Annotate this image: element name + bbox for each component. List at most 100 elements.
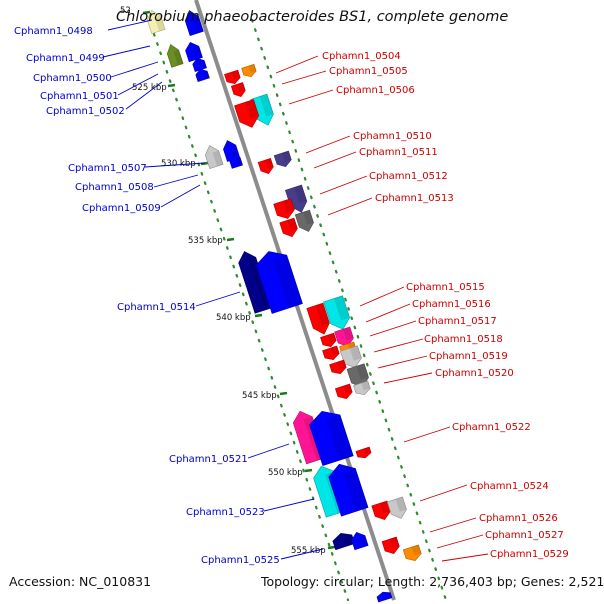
genome-title: Chlorobium phaeobacteroides BS1, complet… <box>116 9 509 25</box>
gene-shadow <box>248 257 273 311</box>
gene-shadow <box>326 414 354 461</box>
label-leader-line <box>107 19 153 31</box>
gene-feature-blue <box>184 10 204 36</box>
kbp-tick-mark <box>327 545 336 550</box>
gene-feature-blue <box>185 42 203 63</box>
gene-body <box>185 42 203 63</box>
gene-shadow <box>202 71 210 80</box>
gene-feature-blue <box>192 57 207 72</box>
gene-body <box>309 410 354 467</box>
gene-labels: Cphamn1_0498Cphamn1_0499Cphamn1_0500Cpha… <box>14 26 569 566</box>
gene-label-left: Cphamn1_0514 <box>117 302 196 313</box>
gene-shadow <box>283 198 295 213</box>
gene-label-left: Cphamn1_0509 <box>82 203 161 214</box>
gene-feature-red <box>355 446 372 459</box>
gene-label-right: Cphamn1_0517 <box>418 316 497 327</box>
track-guide-1 <box>152 32 350 602</box>
gene-feature-red <box>230 82 246 98</box>
label-leader-line <box>195 291 241 307</box>
kbp-tick-mark <box>226 237 235 242</box>
gene-label-right: Cphamn1_0515 <box>406 282 485 293</box>
label-leader-line <box>359 286 405 307</box>
gene-shadow <box>192 16 204 34</box>
gene-shadow <box>192 46 203 60</box>
gene-feature-magenta <box>334 326 354 347</box>
label-leader-line <box>288 89 334 105</box>
kbp-tick-mark <box>167 83 176 88</box>
gene-label-left: Cphamn1_0501 <box>40 91 119 102</box>
gene-body <box>241 63 257 78</box>
gene-shadow <box>282 151 292 162</box>
gene-label-left: Cphamn1_0521 <box>169 454 248 465</box>
label-leader-line <box>125 81 163 110</box>
gene-label-left: Cphamn1_0498 <box>14 26 93 37</box>
label-leaders <box>102 19 489 562</box>
gene-shadow <box>411 544 422 556</box>
gene-body <box>205 145 224 170</box>
gene-shadow <box>237 82 246 93</box>
gene-feature-cyan <box>323 295 351 330</box>
gene-feature-red <box>257 157 274 175</box>
kbp-tick-label: 535 kbp <box>188 236 223 246</box>
gene-body <box>402 544 422 561</box>
gene-label-right: Cphamn1_0524 <box>470 481 549 492</box>
label-leader-line <box>429 517 477 533</box>
gene-shadow <box>356 363 369 380</box>
gene-shadow <box>384 592 392 600</box>
gene-shadow <box>342 326 354 341</box>
label-leader-line <box>369 320 417 337</box>
gene-label-right: Cphamn1_0519 <box>429 351 508 362</box>
kbp-tick-label: 555 kbp <box>291 546 326 556</box>
gene-body <box>328 463 369 517</box>
gene-label-right: Cphamn1_0504 <box>322 51 401 62</box>
gene-feature-red <box>334 383 353 400</box>
gene-feature-blue <box>195 68 210 82</box>
gene-feature-blue <box>255 251 303 314</box>
gene-body <box>229 154 243 169</box>
track-guides <box>152 18 448 602</box>
label-leader-line <box>383 372 433 384</box>
gene-feature-navy <box>332 533 356 551</box>
gene-feature-red <box>320 332 337 348</box>
gene-feature-blue <box>328 463 369 517</box>
gene-shadow <box>303 210 314 225</box>
gene-shadow <box>231 70 241 80</box>
gene-label-right: Cphamn1_0506 <box>336 85 415 96</box>
gene-shadow <box>349 345 362 361</box>
gene-shadow <box>343 384 353 395</box>
label-leader-line <box>263 498 315 512</box>
label-leader-line <box>403 426 451 443</box>
gene-feature-light_gray <box>339 345 362 368</box>
label-leader-line <box>319 175 368 195</box>
gene-feature-blue <box>351 532 369 551</box>
gene-shadow <box>337 359 347 370</box>
gene-shadow <box>389 537 400 549</box>
kbp-tick-label: 52 <box>120 6 131 16</box>
gene-body <box>334 326 354 347</box>
gene-shadow <box>287 218 298 231</box>
gene-body <box>322 345 340 361</box>
gene-label-left: Cphamn1_0499 <box>26 53 105 64</box>
gene-label-right: Cphamn1_0513 <box>375 193 454 204</box>
gene-shadow <box>294 185 307 204</box>
gene-body <box>353 380 371 396</box>
track-guide-2 <box>250 18 448 602</box>
label-leader-line <box>373 338 424 353</box>
kbp-tick-mark <box>142 10 151 15</box>
label-leader-line <box>117 73 159 96</box>
gene-body <box>255 251 303 314</box>
label-leader-line <box>247 443 290 459</box>
gene-shadow <box>343 468 369 512</box>
gene-body <box>166 44 184 68</box>
gene-shadow <box>327 333 337 343</box>
gene-shadow <box>334 295 350 321</box>
gene-shadow <box>315 303 330 326</box>
gene-feature-red <box>329 359 347 375</box>
gene-shadow <box>395 497 407 512</box>
label-leader-line <box>160 184 201 208</box>
gene-shadow <box>264 158 274 169</box>
gene-feature-red <box>273 198 295 219</box>
gene-label-left: Cphamn1_0502 <box>46 106 125 117</box>
